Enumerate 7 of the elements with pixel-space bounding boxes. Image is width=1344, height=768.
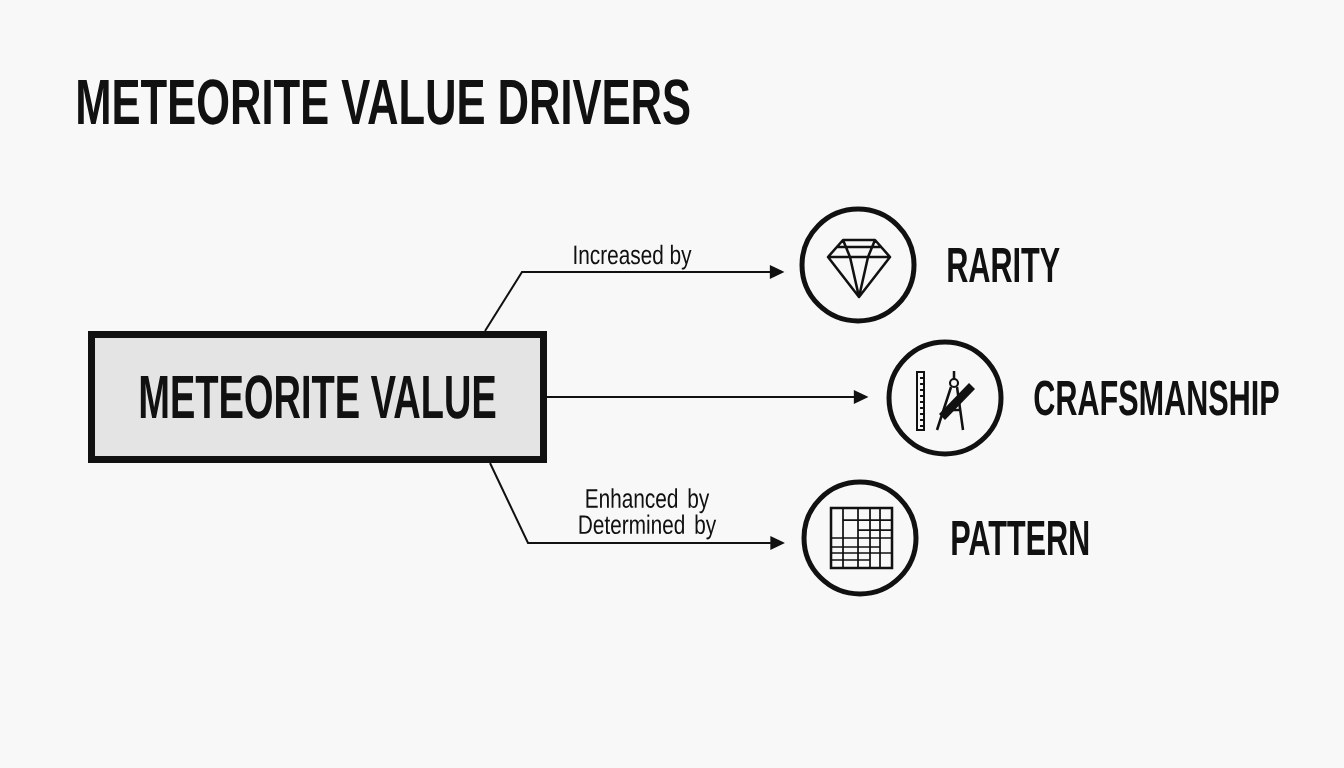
concept-box: METEORITE VALUE xyxy=(88,331,547,463)
edge-label: Enhanced by Determined by xyxy=(565,487,729,541)
edge-label: Increased by xyxy=(571,243,693,271)
title: METEORITE VALUE DRIVERS xyxy=(78,79,690,125)
category-label: CRAFSMANSHIP xyxy=(1034,380,1279,416)
category-label: PATTERN xyxy=(952,521,1089,555)
category-label: RARITY xyxy=(948,248,1060,282)
